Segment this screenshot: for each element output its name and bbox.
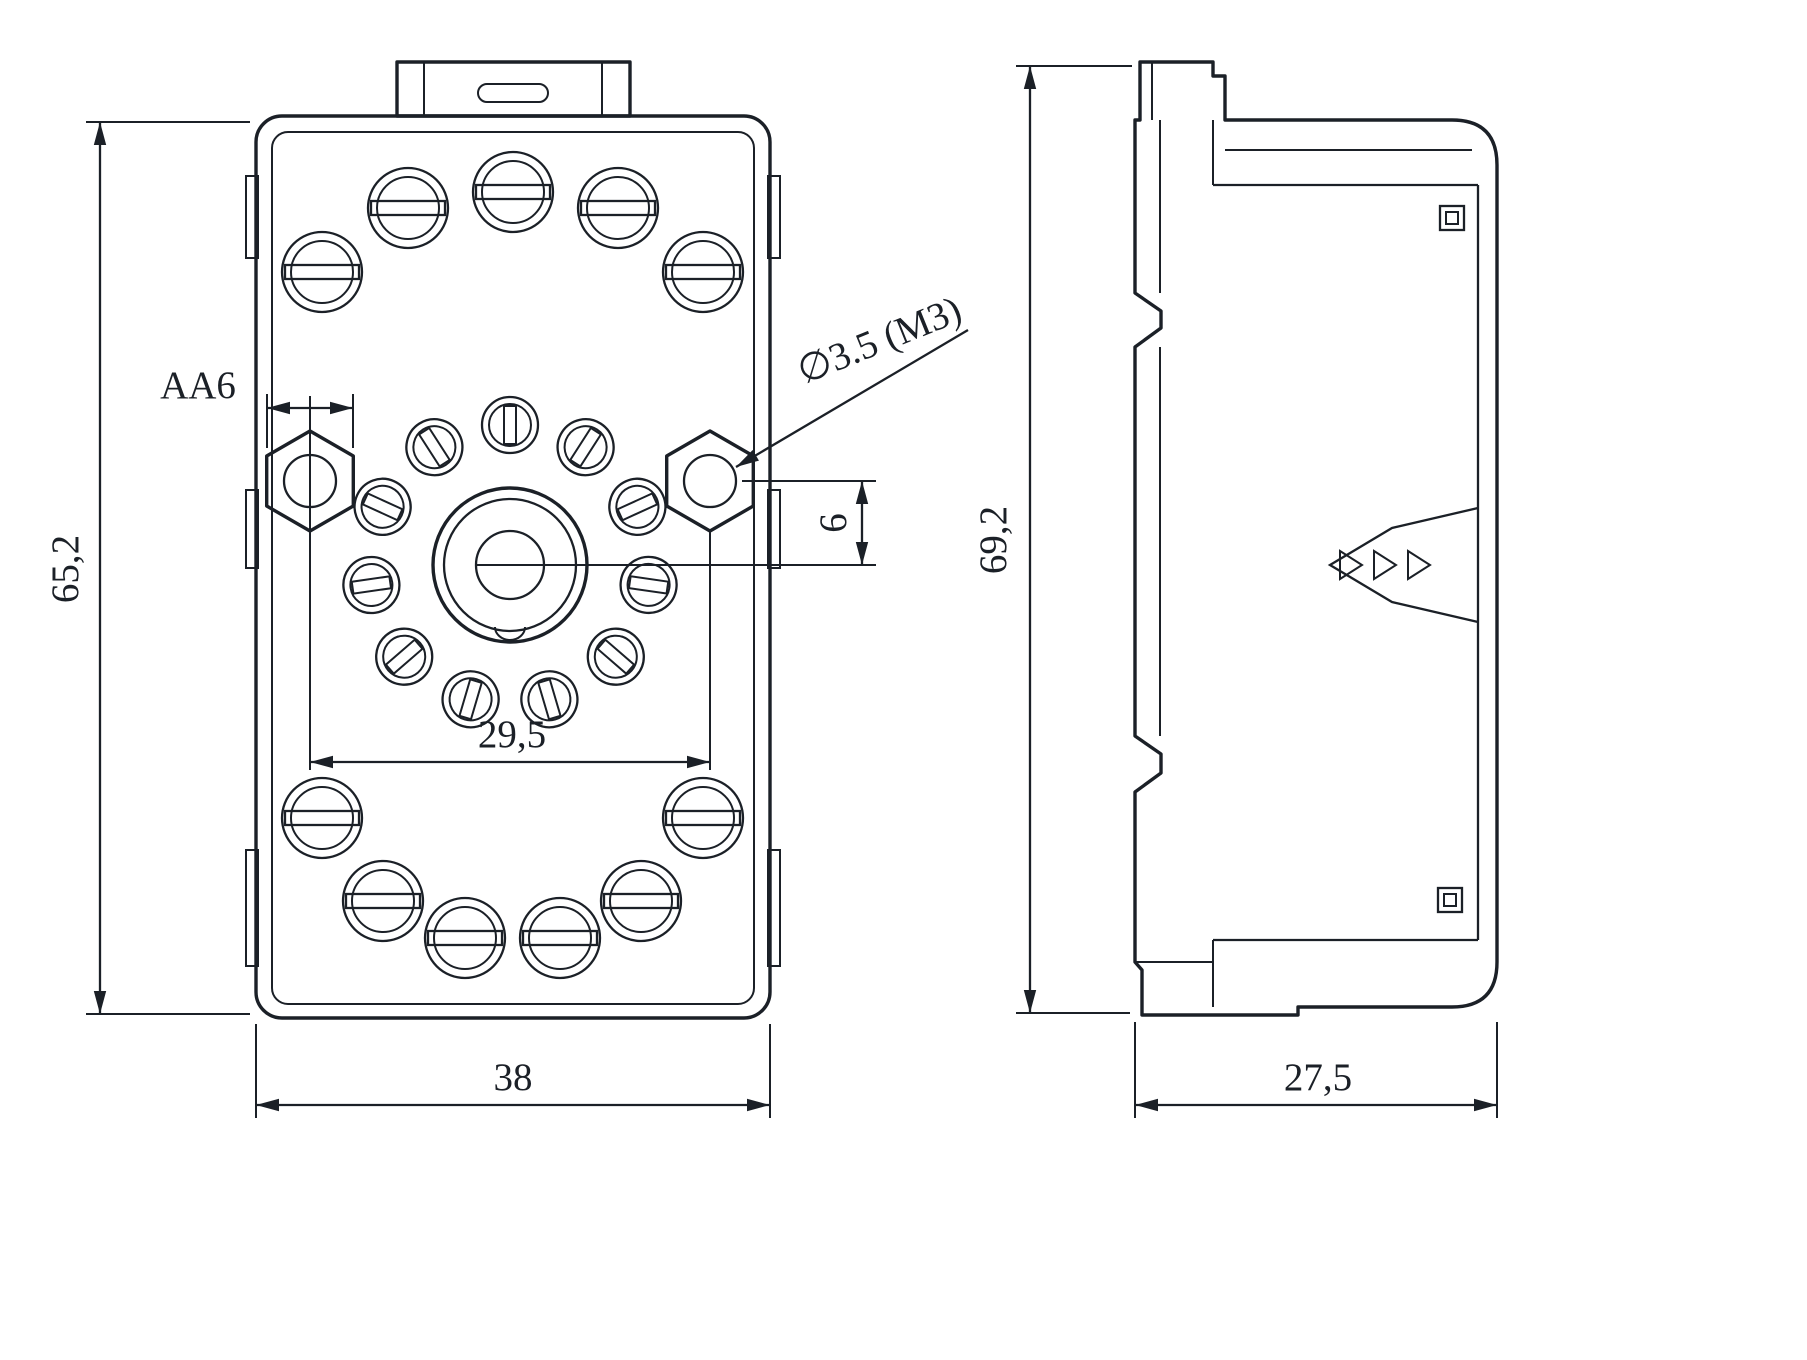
dim-side-height: 69,2 — [972, 65, 1132, 1014]
pin-socket — [441, 670, 500, 729]
side-rails — [245, 175, 781, 967]
screw-terminal — [661, 776, 745, 860]
leader-line — [735, 329, 969, 468]
screw-terminal — [471, 150, 555, 234]
screw-terminals — [280, 150, 745, 980]
screw-terminal — [280, 776, 364, 860]
pin-socket — [556, 418, 615, 477]
pin-socket — [375, 627, 434, 686]
side-inner-lines — [1135, 62, 1480, 1007]
screw-terminal — [366, 166, 450, 250]
side-height-label: 69,2 — [972, 506, 1015, 574]
latch-wedge — [1327, 506, 1479, 624]
pin-socket — [353, 477, 412, 536]
screw-terminal — [661, 230, 745, 314]
dim-hex-width: AA6 — [160, 364, 354, 448]
screw-terminal — [518, 896, 602, 980]
front-body-outline — [254, 114, 772, 1020]
side-body-outline — [1133, 60, 1499, 1017]
latch-arrow-icon — [1407, 549, 1432, 581]
side-depth-label: 27,5 — [1284, 1056, 1352, 1099]
screw-terminal — [599, 859, 683, 943]
mounting-clip — [395, 60, 632, 118]
dim-front-width: 38 — [255, 1024, 771, 1118]
mounting-hex-right — [665, 429, 755, 533]
pin-circle-spacing-label: 29,5 — [478, 713, 546, 756]
latch-arrow-icon — [1373, 549, 1398, 581]
screw-terminal — [423, 896, 507, 980]
pin-socket — [520, 670, 579, 729]
front-body-inner — [271, 131, 755, 1005]
latch-arrow-icon — [1339, 549, 1364, 581]
dim-front-height: 65,2 — [44, 121, 250, 1015]
pin-socket — [586, 627, 645, 686]
front-height-label: 65,2 — [44, 535, 87, 603]
front-view — [245, 60, 781, 1020]
keyway-notch — [494, 626, 526, 641]
pin-socket — [608, 477, 667, 536]
pin-socket — [405, 418, 464, 477]
din-latch-detail — [1327, 506, 1479, 624]
dim-hole-spacing: 29,5 — [309, 396, 711, 770]
pin-socket — [480, 395, 540, 455]
screw-terminal — [341, 859, 425, 943]
pin-socket — [619, 555, 678, 615]
clip-slot — [477, 83, 549, 103]
pin-sockets — [342, 395, 678, 729]
mounting-hole-right — [682, 453, 738, 509]
side-view — [1133, 60, 1499, 1017]
front-width-label: 38 — [494, 1056, 533, 1099]
screw-terminal — [576, 166, 660, 250]
hex-width-label: AA6 — [160, 364, 236, 407]
dim-side-depth: 27,5 — [1134, 1022, 1498, 1118]
side-square-features — [1436, 204, 1466, 914]
pin-socket — [342, 555, 401, 615]
screw-terminal — [280, 230, 364, 314]
center-offset-label: 6 — [812, 513, 855, 533]
dim-center-offset: 6 — [476, 480, 876, 566]
mounting-hole-callout-label: ∅3.5 (M3) — [791, 288, 967, 393]
